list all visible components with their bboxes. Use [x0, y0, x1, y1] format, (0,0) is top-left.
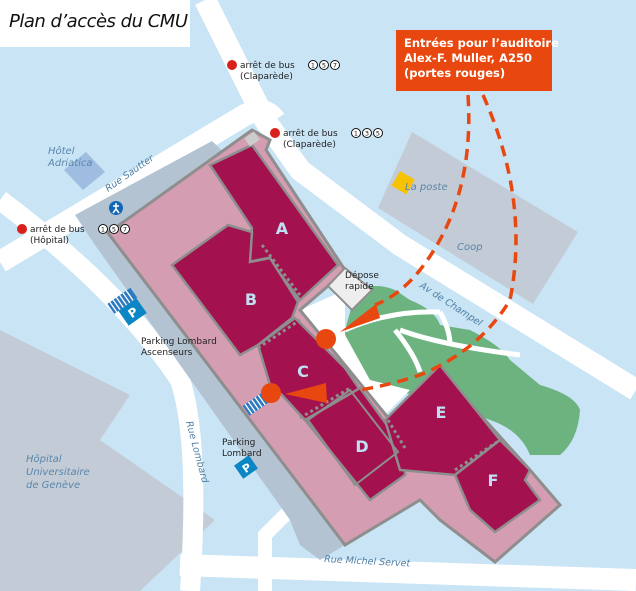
- depose-rapide-area: [326, 266, 374, 312]
- route-lines: [359, 94, 518, 392]
- svg-text:5: 5: [322, 62, 326, 70]
- svg-text:3: 3: [365, 130, 369, 138]
- la-poste-icon: [391, 171, 415, 195]
- bus-stop-icon: [270, 128, 280, 138]
- bus-line-badges: 1 5 7: [308, 60, 340, 70]
- bus-stop-name: (Hôpital): [30, 235, 69, 246]
- building-label-a: A: [276, 219, 289, 238]
- building-label-c: C: [297, 362, 309, 381]
- svg-text:1: 1: [354, 130, 358, 138]
- svg-text:7: 7: [123, 226, 127, 234]
- bus-stop-icon: [17, 224, 27, 234]
- hotel-label-2: Adriatica: [47, 158, 93, 169]
- svg-text:1: 1: [311, 62, 315, 70]
- bus-stop-icon: [227, 60, 237, 70]
- bus-stop-name: (Claparède): [283, 139, 336, 150]
- bus-stop-label: arrêt de bus: [240, 60, 295, 71]
- la-poste-label: La poste: [405, 182, 448, 193]
- hotel-label: Hôtel: [48, 145, 75, 157]
- entrance-arrow-2: [285, 383, 327, 403]
- coop-block: [378, 132, 578, 304]
- hospital-block: [0, 330, 215, 591]
- building-label-f: F: [488, 471, 499, 490]
- callout-line-2: Alex-F. Muller, A250: [404, 51, 532, 65]
- building-label-e: E: [436, 403, 447, 422]
- parking-ascenseurs-icon[interactable]: P: [107, 287, 147, 329]
- building-f: [453, 438, 542, 534]
- pedestrian-figure-icon: [112, 203, 120, 214]
- bus-stop-label: arrêt de bus: [30, 224, 85, 235]
- hospital-label: Hôpital: [26, 453, 62, 465]
- map-title-box: Plan d’accès du CMU: [0, 0, 190, 47]
- callout-line-1: Entrées pour l’auditoire: [404, 36, 559, 50]
- bus-stop-2[interactable]: arrêt de bus 1 3 5 (Claparède): [270, 128, 383, 150]
- building-d-inner: [306, 388, 400, 487]
- svg-text:5: 5: [376, 130, 380, 138]
- parking-lombard-icon[interactable]: P: [234, 455, 258, 479]
- page-title: Plan d’accès du CMU: [9, 11, 188, 32]
- bus-stop-1[interactable]: arrêt de bus 1 5 7 (Claparède): [227, 60, 340, 82]
- bus-line-badges: 1 5 7: [98, 224, 130, 234]
- building-label-d: D: [355, 437, 368, 456]
- hotel-adriatica-block: [64, 152, 105, 190]
- building-label-b: B: [245, 290, 257, 309]
- forecourt: [300, 290, 410, 415]
- depose-rapide-label: Dépose: [345, 270, 379, 281]
- parking-ascenseurs-label: Parking Lombard: [141, 337, 217, 347]
- entrance-marker-1[interactable]: [316, 329, 336, 349]
- stairs-top: [244, 131, 260, 147]
- hospital-label-2: Universitaire: [26, 467, 90, 478]
- bus-stop-3[interactable]: arrêt de bus 1 5 7 (Hôpital): [17, 224, 130, 246]
- parking-ascenseurs-label-2: Ascenseurs: [141, 348, 193, 358]
- coop-label: Coop: [457, 242, 483, 253]
- entrance-callout: Entrées pour l’auditoire Alex-F. Muller,…: [396, 30, 559, 91]
- hospital-label-3: de Genève: [26, 479, 80, 491]
- street-rue-michel-servet: Rue Michel Servet: [324, 554, 412, 570]
- park: [345, 286, 580, 455]
- callout-line-3: (portes rouges): [404, 66, 506, 80]
- parking-lombard-label: Parking: [222, 438, 255, 448]
- svg-text:1: 1: [101, 226, 105, 234]
- building-b: [170, 223, 300, 357]
- svg-text:7: 7: [333, 62, 337, 70]
- bus-line-badges: 1 3 5: [351, 128, 383, 138]
- entrance-arrow-1: [340, 304, 380, 332]
- parking-strip: [75, 141, 345, 560]
- bus-stop-label: arrêt de bus: [283, 128, 338, 139]
- building-dividers: [257, 244, 501, 472]
- svg-text:5: 5: [112, 226, 116, 234]
- entrance-marker-2[interactable]: [261, 383, 281, 403]
- depose-rapide-label-2: rapide: [345, 282, 374, 292]
- bus-stop-name: (Claparède): [240, 71, 293, 82]
- parking-lombard-label-2: Lombard: [222, 449, 262, 459]
